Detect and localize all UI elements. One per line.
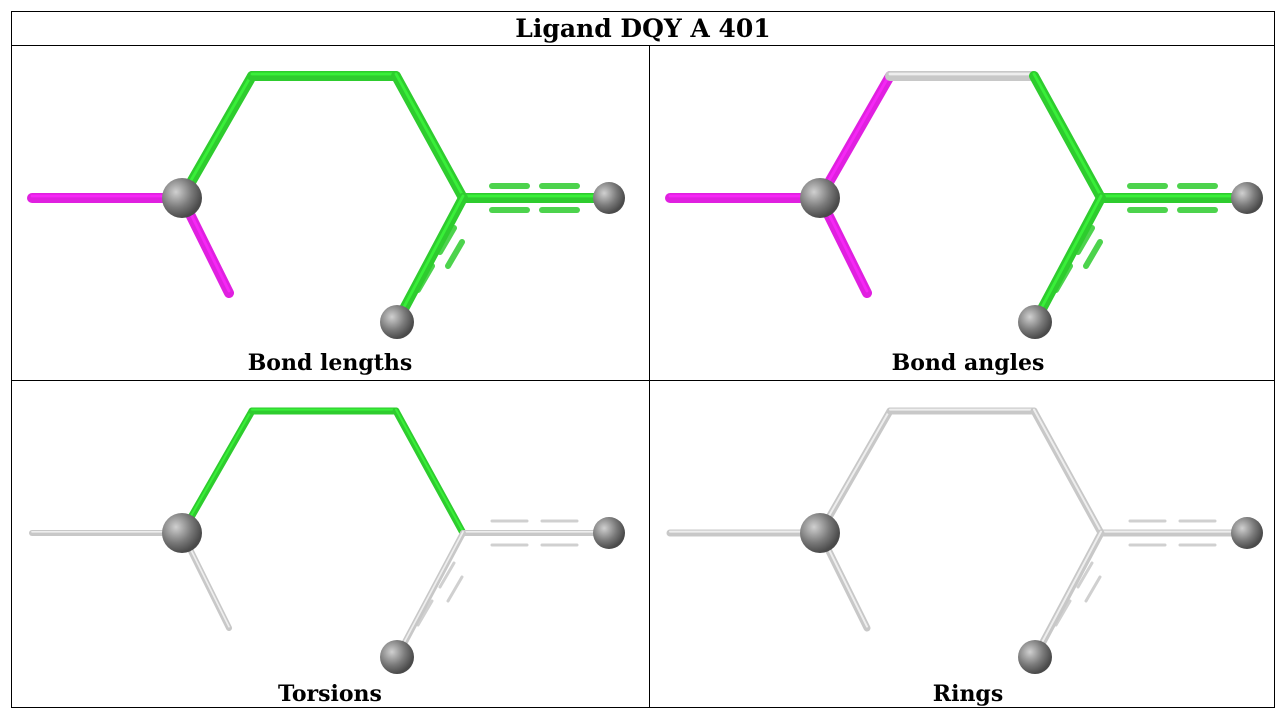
row-divider [12, 380, 1274, 381]
atom-B [162, 513, 202, 553]
molecule-torsions [29, 407, 625, 674]
bond-highlight-r1 [819, 408, 891, 533]
atom-H [380, 640, 414, 674]
atom-G [1231, 182, 1263, 214]
caption-bond-lengths: Bond lengths [247, 350, 413, 376]
atom-B [800, 178, 840, 218]
panel-bond-angles: Bond angles [650, 46, 1276, 379]
atom-B [800, 513, 840, 553]
panel-torsions: Torsions [12, 381, 648, 714]
atom-G [1231, 517, 1263, 549]
panel-bond-lengths: Bond lengths [12, 46, 648, 379]
double-bond-dash-d1 [416, 599, 434, 627]
caption-bond-angles: Bond angles [891, 350, 1045, 376]
double-bond-dash-d0 [437, 225, 457, 255]
bond-highlight-r3 [395, 408, 464, 533]
figure-title: Ligand DQY A 401 [12, 12, 1274, 46]
atom-H [1018, 305, 1052, 339]
molecule-bond-angles [665, 71, 1263, 339]
panel-rings: Rings [650, 381, 1276, 714]
double-bond-dash-d2 [445, 239, 465, 269]
atom-H [1018, 640, 1052, 674]
bond-highlight-r5 [1034, 530, 1102, 657]
caption-torsions: Torsions [278, 681, 382, 707]
double-bond-dash-d1 [1054, 599, 1072, 627]
caption-rings: Rings [932, 681, 1004, 707]
validation-figure: Ligand DQY A 401 Bond lengths Bond angle… [11, 11, 1275, 708]
atom-G [593, 182, 625, 214]
bond-highlight-r5 [1033, 194, 1103, 322]
double-bond-dash-d1 [1053, 263, 1073, 293]
atom-B [162, 178, 202, 218]
bond-highlight-r1 [180, 72, 254, 198]
bond-highlight-r3 [1033, 408, 1102, 533]
double-bond-dash-d1 [415, 263, 435, 293]
double-bond-dash-d0 [1075, 225, 1095, 255]
molecule-rings [666, 407, 1263, 674]
atom-H [380, 305, 414, 339]
double-bond-dash-d0 [438, 561, 456, 589]
double-bond-dash-d0 [1076, 561, 1094, 589]
double-bond-dash-d2 [1083, 239, 1103, 269]
column-divider [649, 46, 650, 708]
bond-highlight-r5 [396, 530, 464, 657]
molecule-bond-lengths [27, 71, 625, 339]
double-bond-dash-d2 [1084, 575, 1102, 603]
atom-G [593, 517, 625, 549]
bond-highlight-r3 [394, 72, 465, 198]
double-bond-dash-d2 [446, 575, 464, 603]
bond-highlight-r5 [395, 194, 465, 322]
bond-highlight-r1 [181, 408, 253, 533]
bond-highlight-r3 [1032, 72, 1103, 198]
bond-highlight-r1 [818, 72, 892, 198]
